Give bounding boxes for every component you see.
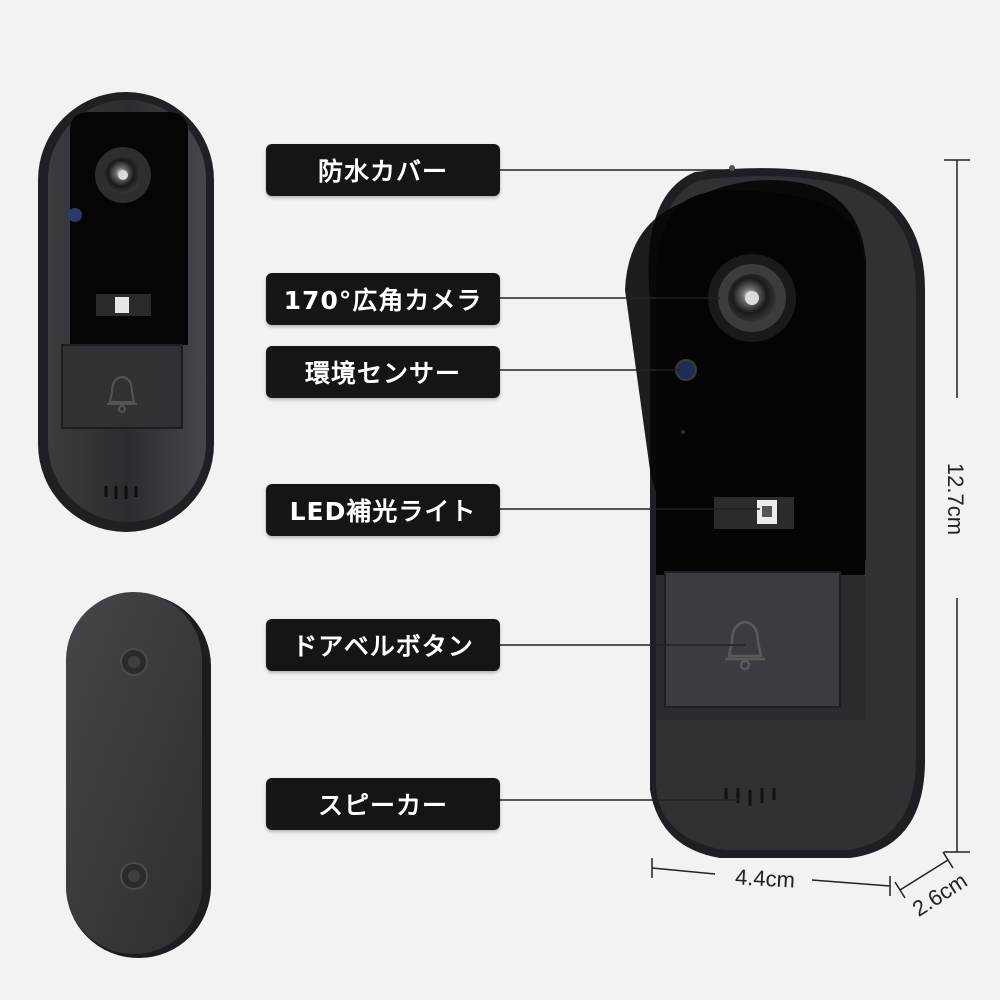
label-waterproof-cover: 防水カバー	[266, 144, 500, 196]
dimension-height: 12.7cm	[943, 462, 968, 536]
bell-icon	[725, 620, 765, 671]
front-view-device	[38, 92, 214, 532]
back-view-device	[66, 592, 211, 958]
label-wide-angle-camera: 170°広角カメラ	[266, 273, 500, 325]
label-speaker: スピーカー	[266, 778, 500, 830]
dimension-width: 4.4cm	[734, 864, 796, 893]
speaker-grille-icon	[104, 486, 138, 499]
speaker-grille-icon	[724, 788, 776, 806]
leader-lines	[500, 169, 760, 801]
sensor-icon	[68, 208, 82, 222]
bell-icon	[107, 375, 137, 413]
label-doorbell-button: ドアベルボタン	[266, 619, 500, 671]
main-device	[625, 165, 925, 859]
dimension-lines	[651, 159, 970, 899]
label-ambient-sensor: 環境センサー	[266, 346, 500, 398]
label-led-light: LED補光ライト	[266, 484, 500, 536]
